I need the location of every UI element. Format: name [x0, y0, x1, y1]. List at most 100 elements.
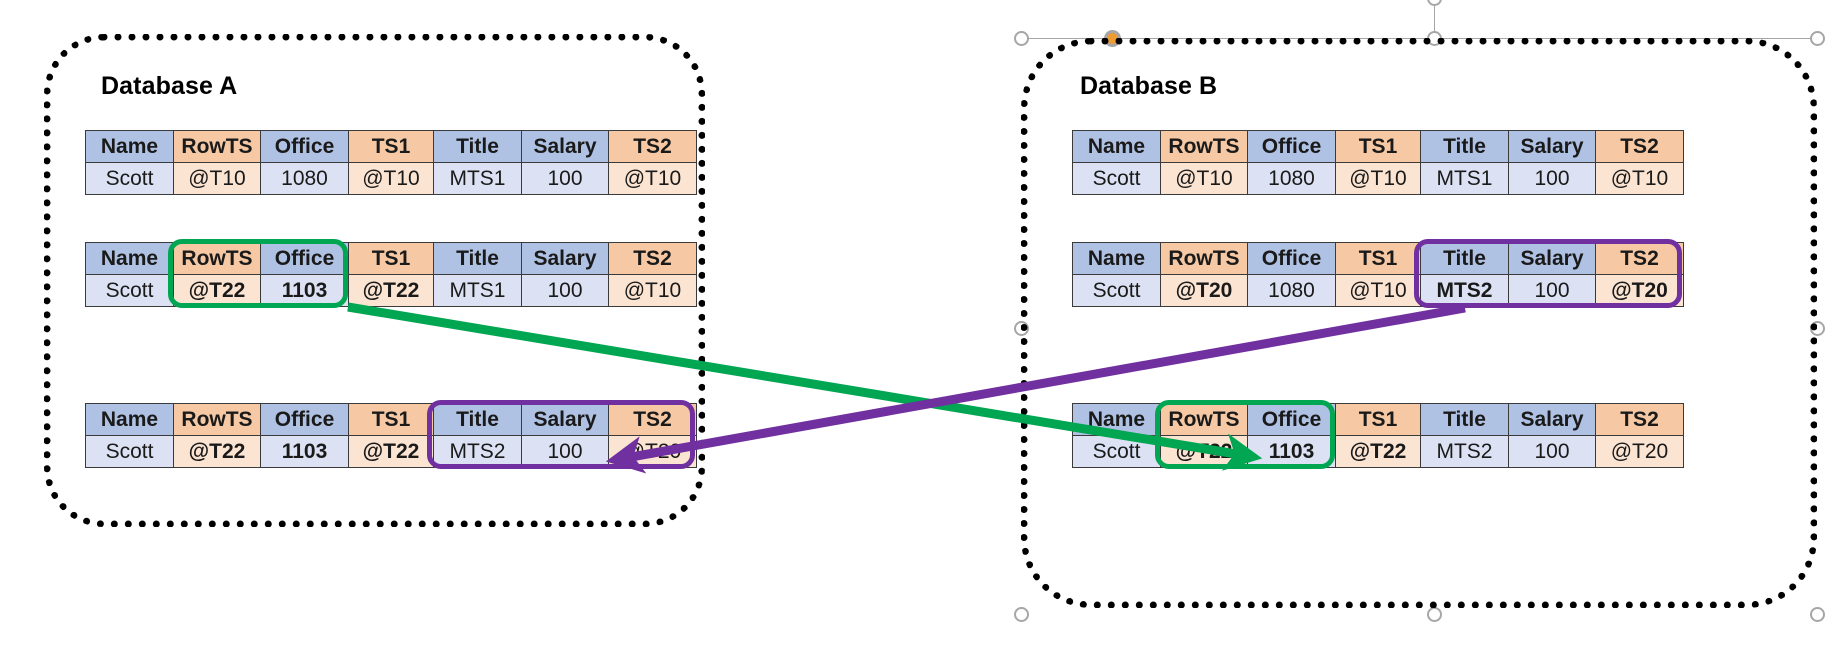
col-header-title: Title: [433, 130, 522, 163]
table-header-row: Name RowTS Office TS1 Title Salary TS2: [85, 130, 697, 163]
cell-ts1: @T10: [1335, 162, 1421, 195]
col-header-office: Office: [260, 403, 349, 436]
col-header-ts1: TS1: [348, 242, 434, 275]
cell-title: MTS1: [433, 162, 522, 195]
cell-rowts: @T20: [1160, 274, 1248, 307]
col-header-rowts: RowTS: [173, 403, 261, 436]
cell-title: MTS2: [1420, 435, 1509, 468]
col-header-title: Title: [1420, 403, 1509, 436]
rotation-stem: [1434, 0, 1435, 38]
rotation-handle[interactable]: [1427, 0, 1442, 6]
col-header-ts2: TS2: [608, 130, 697, 163]
col-header-name: Name: [85, 130, 174, 163]
database-b-title: Database B: [1080, 72, 1218, 100]
database-b-table-3[interactable]: Name RowTS Office TS1 Title Salary TS2 S…: [1072, 403, 1684, 468]
cell-ts2: @T10: [608, 162, 697, 195]
col-header-salary: Salary: [1508, 242, 1596, 275]
col-header-title: Title: [1420, 130, 1509, 163]
cell-name: Scott: [1072, 162, 1161, 195]
table-header-row: Name RowTS Office TS1 Title Salary TS2: [85, 242, 697, 275]
col-header-rowts: RowTS: [1160, 130, 1248, 163]
database-b-table-1[interactable]: Name RowTS Office TS1 Title Salary TS2 S…: [1072, 130, 1684, 195]
col-header-office: Office: [1247, 403, 1336, 436]
handle-top-right[interactable]: [1810, 31, 1825, 46]
cell-rowts: @T10: [1160, 162, 1248, 195]
cell-ts1: @T22: [348, 274, 434, 307]
handle-bottom-center[interactable]: [1427, 607, 1442, 622]
cell-name: Scott: [1072, 274, 1161, 307]
cell-name: Scott: [85, 274, 174, 307]
col-header-ts1: TS1: [1335, 130, 1421, 163]
col-header-salary: Salary: [1508, 403, 1596, 436]
col-header-title: Title: [433, 242, 522, 275]
cell-rowts: @T22: [173, 274, 261, 307]
table-row: Scott @T22 1103 @T22 MTS2 100 @T20: [1072, 435, 1684, 468]
cell-salary: 100: [1508, 435, 1596, 468]
handle-top-left[interactable]: [1014, 31, 1029, 46]
database-a-table-1[interactable]: Name RowTS Office TS1 Title Salary TS2 S…: [85, 130, 697, 195]
col-header-ts2: TS2: [1595, 403, 1684, 436]
col-header-office: Office: [260, 242, 349, 275]
cell-title: MTS1: [433, 274, 522, 307]
database-a-table-2[interactable]: Name RowTS Office TS1 Title Salary TS2 S…: [85, 242, 697, 307]
database-b-table-2[interactable]: Name RowTS Office TS1 Title Salary TS2 S…: [1072, 242, 1684, 307]
cell-rowts: @T22: [1160, 435, 1248, 468]
cell-name: Scott: [85, 435, 174, 468]
cell-rowts: @T22: [173, 435, 261, 468]
cell-office: 1103: [260, 435, 349, 468]
col-header-rowts: RowTS: [1160, 403, 1248, 436]
col-header-salary: Salary: [1508, 130, 1596, 163]
handle-bottom-right[interactable]: [1810, 607, 1825, 622]
cell-salary: 100: [1508, 274, 1596, 307]
table-header-row: Name RowTS Office TS1 Title Salary TS2: [85, 403, 697, 436]
cell-title: MTS1: [1420, 162, 1509, 195]
col-header-ts1: TS1: [348, 130, 434, 163]
col-header-office: Office: [1247, 130, 1336, 163]
cell-office: 1103: [1247, 435, 1336, 468]
col-header-rowts: RowTS: [173, 130, 261, 163]
col-header-ts2: TS2: [608, 403, 697, 436]
cell-office: 1080: [260, 162, 349, 195]
cell-salary: 100: [521, 274, 609, 307]
col-header-ts1: TS1: [348, 403, 434, 436]
cell-name: Scott: [1072, 435, 1161, 468]
cell-salary: 100: [1508, 162, 1596, 195]
cell-ts1: @T10: [1335, 274, 1421, 307]
database-b-container[interactable]: [1021, 38, 1817, 608]
col-header-ts2: TS2: [1595, 242, 1684, 275]
col-header-ts2: TS2: [1595, 130, 1684, 163]
cell-office: 1103: [260, 274, 349, 307]
cell-ts2: @T20: [608, 435, 697, 468]
cell-name: Scott: [85, 162, 174, 195]
cell-ts1: @T10: [348, 162, 434, 195]
handle-bottom-left[interactable]: [1014, 607, 1029, 622]
cell-ts1: @T22: [1335, 435, 1421, 468]
database-a-container[interactable]: [44, 34, 705, 527]
cell-office: 1080: [1247, 274, 1336, 307]
table-row: Scott @T10 1080 @T10 MTS1 100 @T10: [1072, 162, 1684, 195]
col-header-name: Name: [85, 242, 174, 275]
col-header-salary: Salary: [521, 130, 609, 163]
col-header-ts2: TS2: [608, 242, 697, 275]
col-header-name: Name: [1072, 403, 1161, 436]
col-header-office: Office: [260, 130, 349, 163]
table-header-row: Name RowTS Office TS1 Title Salary TS2: [1072, 242, 1684, 275]
col-header-title: Title: [1420, 242, 1509, 275]
col-header-office: Office: [1247, 242, 1336, 275]
cell-ts2: @T10: [1595, 162, 1684, 195]
cell-salary: 100: [521, 162, 609, 195]
table-header-row: Name RowTS Office TS1 Title Salary TS2: [1072, 403, 1684, 436]
col-header-salary: Salary: [521, 403, 609, 436]
table-row: Scott @T20 1080 @T10 MTS2 100 @T20: [1072, 274, 1684, 307]
table-row: Scott @T10 1080 @T10 MTS1 100 @T10: [85, 162, 697, 195]
table-header-row: Name RowTS Office TS1 Title Salary TS2: [1072, 130, 1684, 163]
col-header-name: Name: [1072, 130, 1161, 163]
col-header-salary: Salary: [521, 242, 609, 275]
table-row: Scott @T22 1103 @T22 MTS1 100 @T10: [85, 274, 697, 307]
col-header-ts1: TS1: [1335, 403, 1421, 436]
database-a-title: Database A: [101, 72, 238, 100]
col-header-ts1: TS1: [1335, 242, 1421, 275]
database-a-table-3[interactable]: Name RowTS Office TS1 Title Salary TS2 S…: [85, 403, 697, 468]
cell-ts2: @T20: [1595, 274, 1684, 307]
